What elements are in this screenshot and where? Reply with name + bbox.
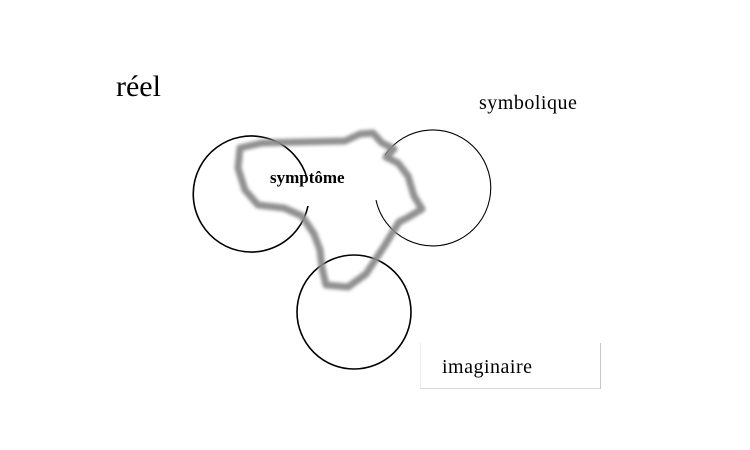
- circle-symbolique: [375, 129, 492, 247]
- label-reel: réel: [116, 70, 161, 103]
- symptome-loop: [234, 129, 426, 291]
- imaginaire-label-box: [420, 343, 601, 389]
- circle-imaginaire: [296, 254, 412, 370]
- label-symptome: symptôme: [270, 168, 345, 187]
- label-symbolique: symbolique: [479, 92, 578, 114]
- label-imaginaire: imaginaire: [442, 356, 533, 378]
